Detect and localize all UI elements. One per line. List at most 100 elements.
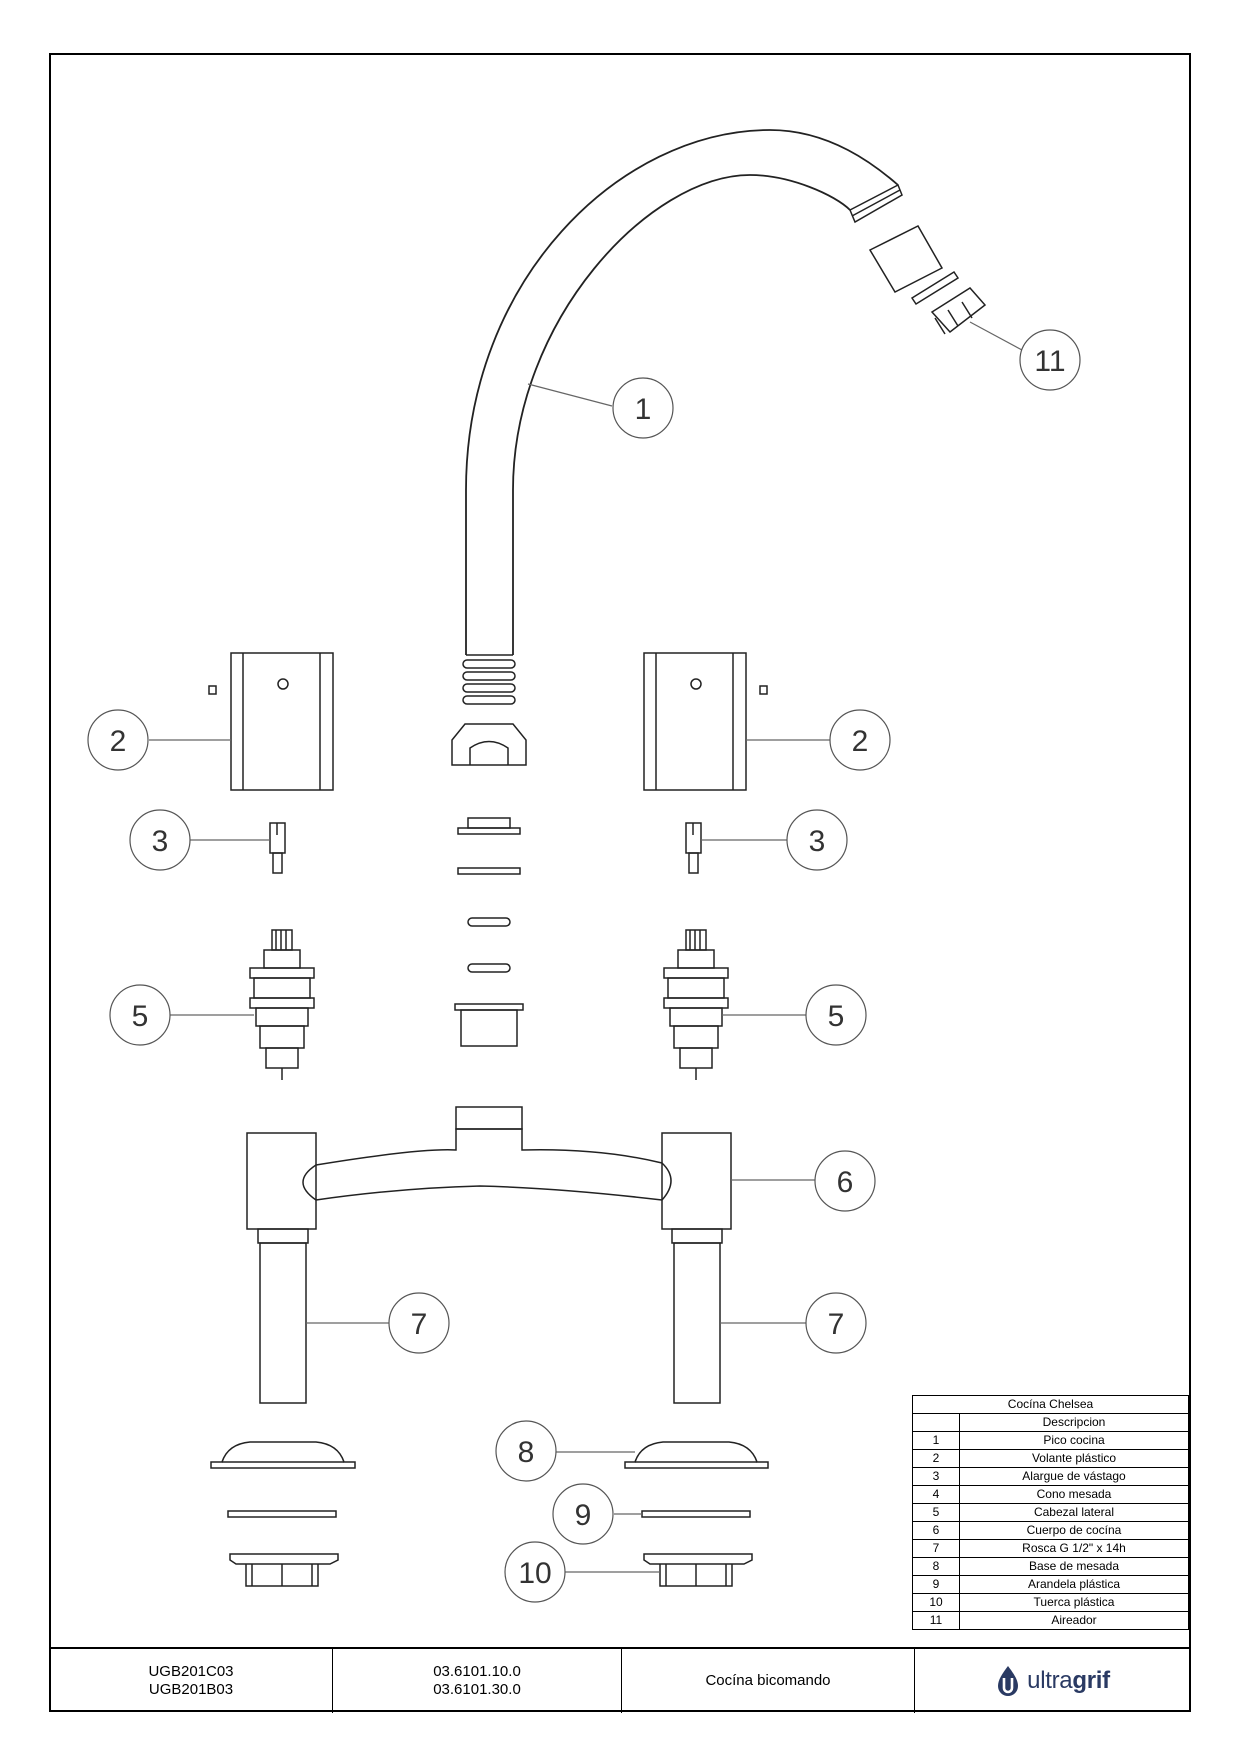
callout-7-left: 7 — [388, 1292, 450, 1354]
part-description: Arandela plástica — [959, 1575, 1189, 1594]
parts-table-title-row: Cocína Chelsea — [912, 1395, 1189, 1414]
part-6-body — [246, 1106, 732, 1230]
parts-table-num-header — [912, 1413, 960, 1432]
callout-3-left: 3 — [129, 809, 191, 871]
part-description: Alargue de vástago — [959, 1467, 1189, 1486]
part-8-base-right — [624, 1441, 769, 1469]
svg-text:11: 11 — [1034, 345, 1065, 378]
brand-logo-cell: ultragrif — [915, 1649, 1190, 1713]
parts-table-title: Cocína Chelsea — [912, 1395, 1189, 1414]
part-2-handle-left — [208, 652, 334, 791]
callout-5-left: 5 — [109, 984, 171, 1046]
part-4-cone — [454, 817, 524, 1047]
svg-text:8: 8 — [518, 1436, 535, 1469]
callout-10: 10 — [504, 1541, 566, 1603]
part-description: Aireador — [959, 1611, 1189, 1630]
part-number: 7 — [912, 1539, 960, 1558]
part-3-stem-left — [269, 822, 286, 874]
part-description: Cuerpo de cocína — [959, 1521, 1189, 1540]
part-10-nut-right — [643, 1553, 753, 1587]
svg-text:1: 1 — [635, 393, 652, 426]
part-number: 2 — [912, 1449, 960, 1468]
svg-text:5: 5 — [828, 1000, 845, 1033]
svg-text:5: 5 — [132, 1000, 149, 1033]
part-10-nut-left — [229, 1553, 339, 1587]
parts-table-desc-header: Descripcion — [959, 1413, 1189, 1432]
svg-text:7: 7 — [411, 1308, 428, 1341]
part-number: 8 — [912, 1557, 960, 1576]
callout-9: 9 — [552, 1483, 614, 1545]
callout-11: 11 — [1019, 329, 1081, 391]
callout-1: 1 — [612, 377, 674, 439]
part-number: 4 — [912, 1485, 960, 1504]
callout-3-right: 3 — [786, 809, 848, 871]
reference-number: 03.6101.30.0 — [433, 1681, 521, 1698]
product-code: UGB201C03 — [148, 1663, 234, 1680]
svg-text:3: 3 — [152, 825, 169, 858]
part-description: Cabezal lateral — [959, 1503, 1189, 1522]
parts-table-header-row: Descripcion — [912, 1413, 1189, 1432]
product-name-cell: Cocína bicomando — [622, 1649, 915, 1713]
reference-numbers-cell: 03.6101.10.0 03.6101.30.0 — [333, 1649, 622, 1713]
svg-text:6: 6 — [837, 1166, 854, 1199]
part-1-spout — [465, 129, 903, 656]
part-11-aerator — [868, 225, 987, 335]
water-drop-logo-icon — [998, 1666, 1019, 1696]
svg-text:7: 7 — [828, 1308, 845, 1341]
svg-text:10: 10 — [518, 1557, 551, 1590]
spout-thread-and-nut — [451, 659, 527, 766]
product-name: Cocína bicomando — [705, 1672, 831, 1689]
callout-5-right: 5 — [805, 984, 867, 1046]
part-3-stem-right — [685, 822, 702, 874]
svg-text:2: 2 — [110, 725, 127, 758]
part-number: 5 — [912, 1503, 960, 1522]
part-description: Cono mesada — [959, 1485, 1189, 1504]
part-9-washer-right — [641, 1510, 751, 1518]
part-7-shank-right — [671, 1228, 723, 1404]
callouts: 1 2 2 3 3 5 5 6 7 7 8 9 10 11 — [87, 329, 1081, 1603]
callout-7-right: 7 — [805, 1292, 867, 1354]
svg-text:9: 9 — [575, 1499, 592, 1532]
part-number: 6 — [912, 1521, 960, 1540]
part-5-cartridge-left — [249, 929, 315, 1080]
product-codes-cell: UGB201C03 UGB201B03 — [50, 1649, 333, 1713]
part-description: Volante plástico — [959, 1449, 1189, 1468]
part-number: 11 — [912, 1611, 960, 1630]
part-9-washer-left — [227, 1510, 337, 1518]
part-2-handle-right — [643, 652, 768, 791]
callout-2-right: 2 — [829, 709, 891, 771]
product-code: UGB201B03 — [148, 1681, 234, 1698]
callout-2-left: 2 — [87, 709, 149, 771]
part-number: 9 — [912, 1575, 960, 1594]
part-description: Pico cocina — [959, 1431, 1189, 1450]
part-description: Tuerca plástica — [959, 1593, 1189, 1612]
reference-number: 03.6101.10.0 — [433, 1663, 521, 1680]
callout-8: 8 — [495, 1420, 557, 1482]
sheet-border — [49, 53, 1191, 1712]
title-block: UGB201C03 UGB201B03 03.6101.10.0 03.6101… — [50, 1647, 1190, 1713]
part-5-cartridge-right — [663, 929, 729, 1080]
svg-text:2: 2 — [852, 725, 869, 758]
part-7-shank-left — [257, 1228, 309, 1404]
part-number: 1 — [912, 1431, 960, 1450]
part-number: 3 — [912, 1467, 960, 1486]
brand-logo-text: ultragrif — [1027, 1667, 1110, 1694]
part-number: 10 — [912, 1593, 960, 1612]
svg-text:3: 3 — [809, 825, 826, 858]
part-description: Base de mesada — [959, 1557, 1189, 1576]
leader-lines — [149, 321, 1023, 1573]
